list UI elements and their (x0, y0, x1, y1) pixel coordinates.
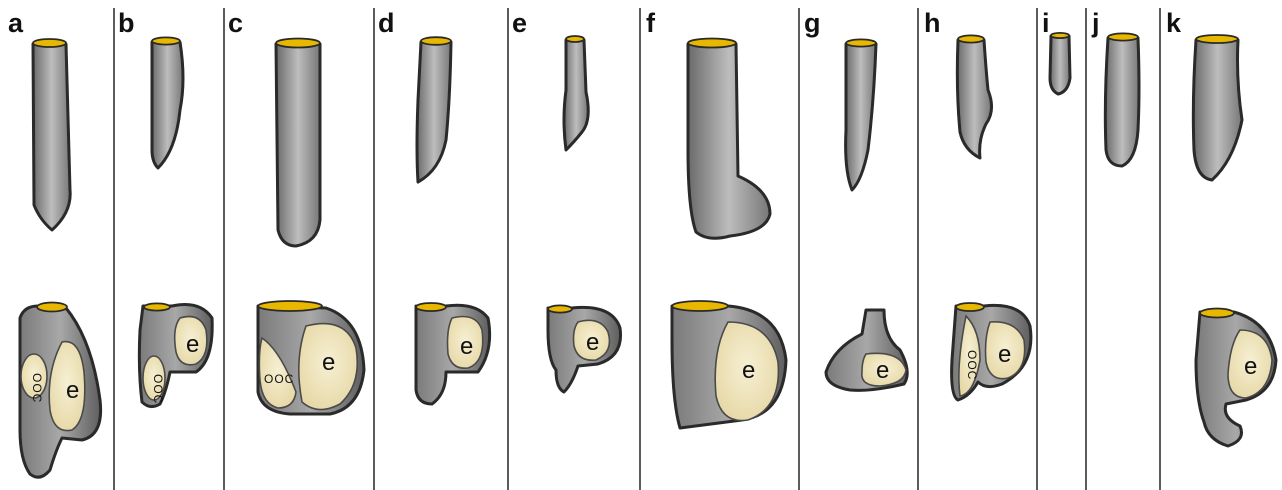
egg-case: e (416, 303, 490, 404)
egg-label: e (586, 329, 599, 356)
egg-case: e (672, 301, 786, 428)
panel-j: j (1091, 8, 1139, 166)
egg-case: e (548, 305, 621, 392)
tube-top (688, 39, 770, 239)
egg-case: e OOC (139, 303, 212, 406)
tube-top (957, 35, 991, 158)
egg-case: OOC e (952, 303, 1031, 400)
egg-case: e (826, 310, 907, 390)
ooc-label: OOC (151, 374, 165, 404)
egg-case: OOC e (258, 301, 364, 414)
tube-top (276, 39, 320, 247)
ooc-label: OOC (264, 372, 294, 386)
panel-k: k e (1166, 8, 1276, 446)
egg-case: OOC e (20, 303, 101, 478)
panel-d: d e (378, 8, 490, 404)
panel-letter: c (228, 8, 243, 38)
egg-case: e (1196, 309, 1276, 447)
tube-top (1105, 33, 1139, 166)
ooc-label: OOC (965, 350, 979, 380)
egg-label: e (998, 341, 1011, 368)
egg-label: e (876, 357, 889, 384)
tube-top (417, 37, 451, 182)
egg-label: e (1244, 353, 1257, 380)
panel-letter: f (646, 8, 656, 38)
egg-label: e (460, 333, 473, 360)
tube-top (1193, 35, 1242, 180)
panel-g: g e (804, 8, 907, 390)
panel-e: e e (512, 8, 621, 392)
panel-letter: k (1166, 8, 1182, 38)
panel-letter: d (378, 8, 395, 38)
panel-letter: h (924, 8, 941, 38)
egg-label: e (66, 377, 79, 404)
panel-a: a OOC e (8, 8, 101, 477)
panel-letter: e (512, 8, 527, 38)
panel-c: c OOC e (228, 8, 364, 414)
egg-label: e (322, 349, 335, 376)
panel-i: i (1042, 8, 1070, 94)
egg-label: e (186, 331, 199, 358)
panel-dividers (114, 8, 1160, 490)
tube-top (1050, 33, 1070, 94)
tube-top (846, 39, 876, 190)
egg-label: e (742, 357, 755, 384)
tube-top (564, 36, 588, 150)
tube-top (152, 37, 183, 168)
panel-letter: i (1042, 8, 1050, 38)
panel-letter: a (8, 8, 24, 38)
panel-letter: g (804, 8, 821, 38)
panel-letter: j (1091, 8, 1100, 38)
tube-top (33, 39, 70, 230)
panel-letter: b (118, 8, 135, 38)
panel-f: f e (646, 8, 786, 428)
panel-b: b e OOC (118, 8, 212, 407)
panel-h: h OOC e (924, 8, 1031, 400)
ooc-label: OOC (30, 373, 44, 403)
